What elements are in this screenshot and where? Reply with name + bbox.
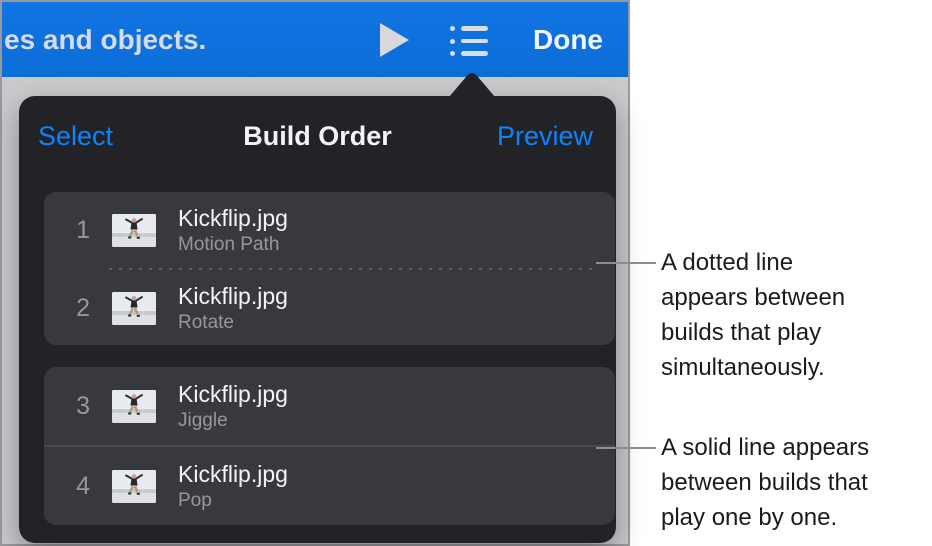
build-order-icon-row [450,26,490,31]
callout-line-text: builds that play [661,319,822,346]
build-filename: Kickflip.jpg [178,460,288,487]
popover-header: Select Build Order Preview [19,96,616,176]
build-row-3[interactable]: 3 [44,367,615,445]
callout-line-text: between builds that [661,469,868,496]
build-filename: Kickflip.jpg [178,204,288,231]
build-effect: Jiggle [178,409,228,431]
callout-line-text: A solid line appears [661,434,870,461]
callout-text-dotted: A dotted line appears between builds tha… [661,245,845,385]
build-effect: Pop [178,489,212,511]
build-group-sequential: 3 [44,367,615,525]
play-icon[interactable] [380,23,409,57]
callout-connector-solid [596,447,656,449]
build-order-number: 1 [76,215,90,244]
build-row-text: Kickflip.jpg Motion Path [178,205,288,256]
callout-line-text: simultaneously. [661,354,825,381]
build-row-1[interactable]: 1 [44,192,615,268]
callout-line-text: appears between [661,284,846,311]
preview-button[interactable]: Preview [496,121,593,151]
build-group-simultaneous: 1 [44,192,615,345]
kickflip-photo-thumbnail [112,469,156,503]
build-order-number: 2 [76,293,90,322]
callout-connector-dotted [596,262,656,264]
select-button[interactable]: Select [38,121,114,151]
build-filename: Kickflip.jpg [178,282,288,309]
dotted-separator [109,268,595,270]
ipad-screenshot: es and objects. Done Select Build Order … [0,0,630,546]
build-row-2[interactable]: 2 [44,270,615,345]
build-row-text: Kickflip.jpg Jiggle [178,381,288,432]
build-order-list-icon[interactable] [450,26,490,56]
done-button[interactable]: Done [533,24,603,55]
build-order-icon-row [450,38,490,44]
build-order-number: 4 [76,471,90,500]
build-order-popover: Select Build Order Preview 1 [19,96,616,543]
callout-line-text: A dotted line [661,249,794,276]
build-order-number: 3 [76,391,90,420]
build-order-icon-row [450,51,490,56]
build-row-text: Kickflip.jpg Pop [178,461,288,512]
build-filename: Kickflip.jpg [178,380,288,407]
solid-separator [44,445,615,447]
keynote-toolbar: es and objects. Done [2,2,628,77]
callout-line-text: play one by one. [661,504,838,531]
build-row-4[interactable]: 4 [44,447,615,525]
callout-text-solid: A solid line appears between builds that… [661,430,869,535]
build-row-text: Kickflip.jpg Rotate [178,283,288,334]
popover-title: Build Order [243,121,392,151]
build-effect: Rotate [178,311,234,333]
popover-caret [449,73,495,97]
kickflip-photo-thumbnail [112,213,156,247]
kickflip-photo-thumbnail [112,389,156,423]
kickflip-photo-thumbnail [112,291,156,325]
toolbar-truncated-text: es and objects. [4,24,207,55]
build-effect: Motion Path [178,233,280,255]
